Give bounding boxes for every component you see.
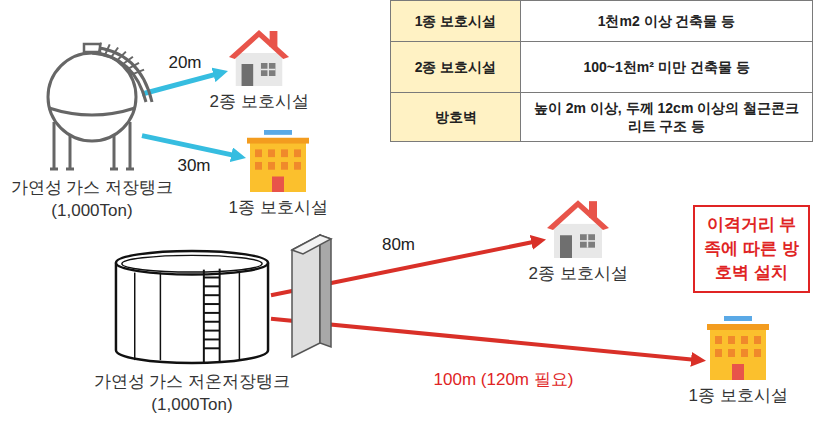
table-cell: 2종 보호시설 (390, 41, 521, 93)
node-caption: 2종 보호시설 (209, 90, 308, 113)
table-cell: 1종 보호시설 (390, 0, 521, 42)
table-cell: 1천m2 이상 건축물 등 (520, 0, 813, 42)
callout-box: 이격거리 부족에 따른 방호벽 설치 (693, 205, 810, 293)
table-text: 100~1천m² 미만 건축물 등 (583, 58, 749, 76)
distance-arrow (142, 136, 234, 156)
wall-front (292, 235, 320, 357)
node-label: 1종 보호시설 (688, 384, 787, 407)
node-caption: 1종 보호시설 (228, 196, 327, 219)
building-icon: 1종 보호시설 (246, 130, 310, 192)
table-text: 1천m2 이상 건축물 등 (598, 12, 736, 30)
table-cell: 방호벽 (390, 92, 521, 142)
building-icon-drawing (706, 316, 770, 380)
node-caption: 2종 보호시설 (528, 262, 627, 285)
table-cell: 100~1천m² 미만 건축물 등 (520, 41, 813, 93)
distance-arrow (142, 74, 216, 94)
distance-label: 80m (379, 235, 418, 255)
wall-top (292, 235, 331, 254)
storage-tank: 가연성 가스 저장탱크(1,000Ton) (42, 42, 142, 172)
wall-side (320, 235, 331, 347)
node-caption: 가연성 가스 저장탱크(1,000Ton) (11, 176, 173, 222)
node-label: 이격거리 부족에 따른 방호벽 설치 (701, 213, 802, 285)
node-label: (1,000Ton) (94, 393, 290, 416)
table-text: 방호벽 (435, 108, 477, 126)
protective-wall (292, 235, 331, 357)
node-label: 2종 보호시설 (209, 90, 308, 113)
table-text: 2종 보호시설 (415, 58, 497, 76)
storage-tank-drawing (42, 42, 142, 172)
building-icon: 1종 보호시설 (706, 316, 770, 380)
node-label: 2종 보호시설 (528, 262, 627, 285)
distance-label: 20m (165, 53, 204, 73)
node-caption: 1종 보호시설 (688, 384, 787, 407)
node-label: 가연성 가스 저장탱크 (11, 176, 173, 199)
node-caption: 가연성 가스 저온저장탱크(1,000Ton) (94, 370, 290, 416)
house-icon: 2종 보호시설 (546, 196, 610, 258)
house-icon-drawing (228, 26, 290, 86)
table-text: 높이 2m 이상, 두께 12cm 이상의 철근콘크리트 구조 등 (527, 99, 806, 135)
cryogenic-tank: 가연성 가스 저온저장탱크(1,000Ton) (113, 248, 271, 366)
table-cell: 높이 2m 이상, 두께 12cm 이상의 철근콘크리트 구조 등 (520, 92, 813, 142)
house-icon: 2종 보호시설 (228, 26, 290, 86)
cryogenic-tank-drawing (113, 248, 271, 366)
table-text: 1종 보호시설 (415, 12, 497, 30)
node-label: 가연성 가스 저온저장탱크 (94, 370, 290, 393)
node-label: 1종 보호시설 (228, 196, 327, 219)
distance-label: 100m (120m 필요) (431, 370, 577, 390)
distance-arrow (271, 319, 694, 360)
distance-label: 30m (174, 156, 213, 176)
node-label: (1,000Ton) (11, 199, 173, 222)
building-icon-drawing (246, 130, 310, 192)
house-icon-drawing (546, 196, 610, 258)
